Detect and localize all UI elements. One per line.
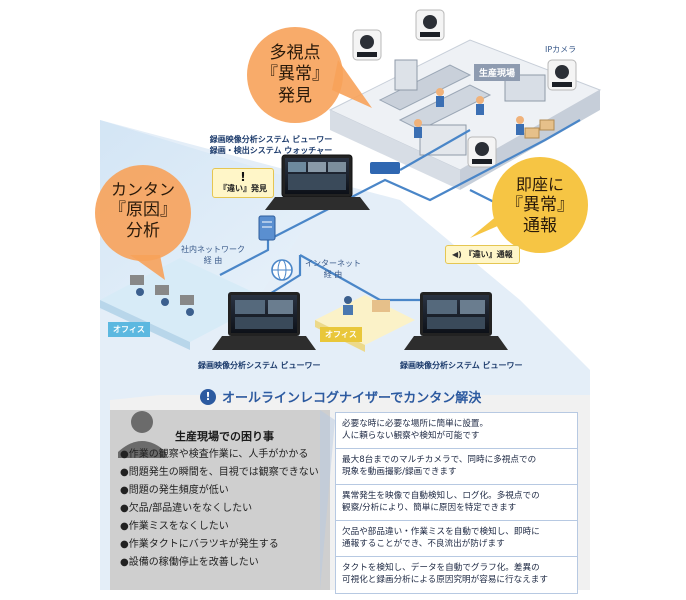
- bubble-easy-cause-line3: 分析: [126, 221, 160, 242]
- office-left-tag: オフィス: [108, 322, 150, 337]
- system-top-line2: 録画・検出システム ウォッチャー: [209, 146, 333, 155]
- solution-box-1: 必要な時に必要な場所に簡単に設置。 人に頼らない観察や検知が可能です: [335, 412, 578, 450]
- viewer-right-label: 録画映像分析システム ビューワー: [400, 361, 523, 370]
- solution-line: 異常発生を映像で自動検知し、ログ化。多視点での: [342, 491, 540, 501]
- laptop-top: [265, 154, 370, 210]
- solution-line: 人に頼らない観察や検知が可能です: [342, 431, 480, 441]
- system-top-label: 録画映像分析システム ビューワー 録画・検出システム ウォッチャー: [196, 134, 346, 156]
- problem-item: ●作業タクトにバラツキが発生する: [120, 539, 279, 550]
- problem-item: ●作業ミスをなくしたい: [120, 521, 229, 532]
- solution-title: オールラインレコグナイザーでカンタン解決: [222, 391, 482, 406]
- solution-header: ! オールラインレコグナイザーでカンタン解決: [200, 387, 481, 406]
- difference-notify-text: 『違い』通報: [464, 250, 513, 259]
- bubble-instant: 即座に 『異常』 通報: [492, 175, 588, 238]
- internet-line1: インターネット: [305, 259, 361, 268]
- viewer-left-label: 録画映像分析システム ビューワー: [198, 361, 321, 370]
- globe-icon: [271, 259, 293, 281]
- worker-silhouette-icon: [118, 411, 166, 458]
- ip-camera-3: [547, 59, 577, 91]
- intranet-label: 社内ネットワーク 経 由: [178, 244, 248, 266]
- solution-box-4: 欠品や部品違い・作業ミスを自動で検知し、即時に 通報することができ、不良流出が防…: [335, 520, 578, 558]
- solution-box-3: 異常発生を映像で自動検知し、ログ化。多視点での 観察/分析により、簡単に原因を特…: [335, 484, 578, 522]
- solution-line: 可視化と録画分析による原因究明が容易に行なえます: [342, 575, 548, 585]
- bubble-multi-view: 多視点 『異常』 発見: [247, 43, 343, 107]
- bubble-instant-line3: 通報: [523, 216, 557, 237]
- production-site-label: 生産現場: [474, 64, 521, 81]
- bubble-multi-view-shape: [247, 27, 372, 123]
- bubble-multi-view-line1: 多視点: [269, 43, 321, 63]
- difference-notify-tag: ◀) 『違い』通報: [445, 245, 520, 264]
- network-switch: [370, 162, 400, 174]
- system-top-line1: 録画映像分析システム ビューワー: [209, 135, 333, 144]
- factory-floor: [328, 39, 602, 190]
- problems-list: ●作業の観察や検査作業に、人手がかかる ●問題発生の瞬間を、目視では観察できない…: [120, 446, 319, 572]
- problem-item: ●欠品/部品違いをなくしたい: [120, 503, 253, 514]
- intranet-line2: 経 由: [203, 256, 223, 265]
- bubble-easy-cause: カンタン 『原因』 分析: [95, 180, 191, 243]
- bubble-multi-view-line2: 『異常』: [261, 64, 329, 85]
- solution-box-2: 最大8台までのマルチカメラで、同時に多視点での 現象を動画撮影/録画できます: [335, 448, 578, 486]
- bubble-instant-shape: [470, 157, 588, 253]
- speaker-icon: ◀): [452, 250, 462, 259]
- bubble-instant-line2: 『異常』: [506, 195, 574, 215]
- internet-line2: 経 由: [323, 270, 343, 279]
- bubble-easy-cause-shape: [95, 165, 191, 280]
- bubble-easy-cause-line2: 『原因』: [109, 200, 177, 220]
- ip-camera-label: IPカメラ: [545, 45, 577, 54]
- exclamation-mark-icon: !: [240, 170, 246, 184]
- difference-found-text: 『違い』発見: [219, 184, 267, 193]
- solution-line: タクトを検知し、データを自動でグラフ化。差異の: [342, 563, 540, 573]
- ip-camera-1: [352, 29, 382, 61]
- solution-line: 現象を動画撮影/録画できます: [342, 467, 457, 477]
- exclamation-icon: !: [200, 388, 216, 405]
- laptop-right: [404, 292, 508, 350]
- internet-label: インターネット 経 由: [298, 258, 368, 280]
- solution-line: 欠品や部品違い・作業ミスを自動で検知し、即時に: [342, 527, 540, 537]
- difference-found-tag: ! 『違い』発見: [212, 168, 274, 198]
- bubble-easy-cause-line1: カンタン: [110, 180, 175, 199]
- solution-line: 通報することができ、不良流出が防げます: [342, 539, 505, 549]
- problem-item: ●問題発生の瞬間を、目視では観察できない: [120, 467, 319, 478]
- laptop-left: [212, 292, 316, 350]
- solution-line: 必要な時に必要な場所に簡単に設置。: [342, 419, 489, 429]
- ip-camera-4: [467, 136, 497, 168]
- bubble-instant-line1: 即座に: [515, 175, 564, 194]
- panel-connector: [320, 410, 335, 590]
- server-icon: [258, 215, 276, 241]
- intranet-line1: 社内ネットワーク: [181, 245, 245, 254]
- problem-item: ●作業の観察や検査作業に、人手がかかる: [120, 449, 309, 460]
- ip-camera-2: [415, 9, 445, 41]
- bubble-multi-view-line3: 発見: [278, 85, 312, 106]
- problem-item: ●問題の発生頻度が低い: [120, 485, 229, 496]
- solution-line: 観察/分析により、簡単に原因を特定できます: [342, 503, 517, 513]
- problem-panel-bg: [110, 410, 330, 590]
- solution-line: 最大8台までのマルチカメラで、同時に多視点での: [342, 455, 537, 465]
- problems-title: 生産現場での困り事: [175, 430, 274, 443]
- solution-box-5: タクトを検知し、データを自動でグラフ化。差異の 可視化と録画分析による原因究明が…: [335, 556, 578, 594]
- problem-item: ●設備の稼働停止を改善したい: [120, 557, 259, 568]
- office-right-tag: オフィス: [320, 327, 362, 342]
